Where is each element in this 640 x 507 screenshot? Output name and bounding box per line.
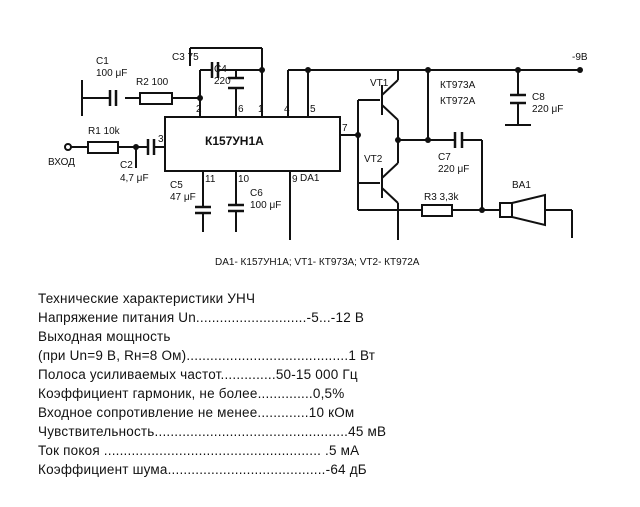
label-supply: -9В <box>572 52 588 63</box>
label-c4: C4 <box>214 64 227 75</box>
pin-7: 7 <box>342 123 348 134</box>
label-kt1: КТ973А <box>440 80 476 91</box>
label-c6-val: 100 μF <box>250 200 281 211</box>
label-r3: R3 3,3k <box>424 192 459 203</box>
specs-title: Технические характеристики УНЧ <box>38 291 256 306</box>
spec-row: Полоса усиливаемых частот..............5… <box>38 367 358 382</box>
label-kt2: КТ972А <box>440 96 476 107</box>
specs-block: Технические характеристики УНЧ Напряжени… <box>38 289 598 479</box>
spec-row: Выходная мощность <box>38 329 171 344</box>
label-input: ВХОД <box>48 157 75 168</box>
label-c6: C6 <box>250 188 263 199</box>
label-c1: C1 <box>96 56 109 67</box>
label-vt1: VT1 <box>370 78 389 89</box>
junction-dots <box>133 67 583 213</box>
spec-row: Чувствительность........................… <box>38 424 387 439</box>
spec-row: Входное сопротивление не менее..........… <box>38 405 355 420</box>
ic-body <box>164 116 341 172</box>
spec-row: Ток покоя ..............................… <box>38 443 360 458</box>
pin-9: 9 <box>292 174 298 185</box>
wires <box>64 47 580 240</box>
spec-row: Напряжение питания Un...................… <box>38 310 365 325</box>
label-c2: C2 <box>120 160 133 171</box>
capacitor-plates <box>108 62 526 215</box>
label-c7: C7 <box>438 152 451 163</box>
label-r1: R1 10k <box>88 126 121 137</box>
label-c3: C3 75 <box>172 52 199 63</box>
label-ba1: BA1 <box>512 180 531 191</box>
pin-6: 6 <box>238 104 244 115</box>
label-c5: C5 <box>170 180 183 191</box>
label-c7-val: 220 μF <box>438 164 469 175</box>
label-r2: R2 100 <box>136 77 169 88</box>
resistors <box>87 92 453 217</box>
label-c4-val: 220 <box>214 76 231 87</box>
pin-3: 3 <box>158 134 164 145</box>
ic-name: К157УН1А <box>205 134 264 148</box>
circuit-schematic: C1 100 μF R2 100 C3 75 C4 220 R1 10k ВХО… <box>48 47 588 268</box>
label-c8-val: 220 μF <box>532 104 563 115</box>
speaker-icon <box>499 193 546 227</box>
schematic-caption: DA1- К157УН1А; VT1- КТ973А; VT2- КТ972А <box>215 257 420 268</box>
label-c1-val: 100 μF <box>96 68 127 79</box>
pin-11: 11 <box>205 174 216 185</box>
label-c8: C8 <box>532 92 545 103</box>
label-c5-val: 47 μF <box>170 192 196 203</box>
pin-2: 2 <box>196 104 202 115</box>
label-c2-val: 4,7 μF <box>120 173 149 184</box>
spec-row: Коэффициент шума........................… <box>38 462 367 477</box>
label-vt2: VT2 <box>364 154 383 165</box>
label-da1: DA1 <box>300 173 320 184</box>
pin-4: 4 <box>284 104 290 115</box>
pin-1: 1 <box>258 104 264 115</box>
pin-10: 10 <box>238 174 250 185</box>
spec-row: Коэффициент гармоник, не более..........… <box>38 386 345 401</box>
pin-5: 5 <box>310 104 316 115</box>
spec-row: (при Un=9 В, Rн=8 Ом)...................… <box>38 348 376 363</box>
